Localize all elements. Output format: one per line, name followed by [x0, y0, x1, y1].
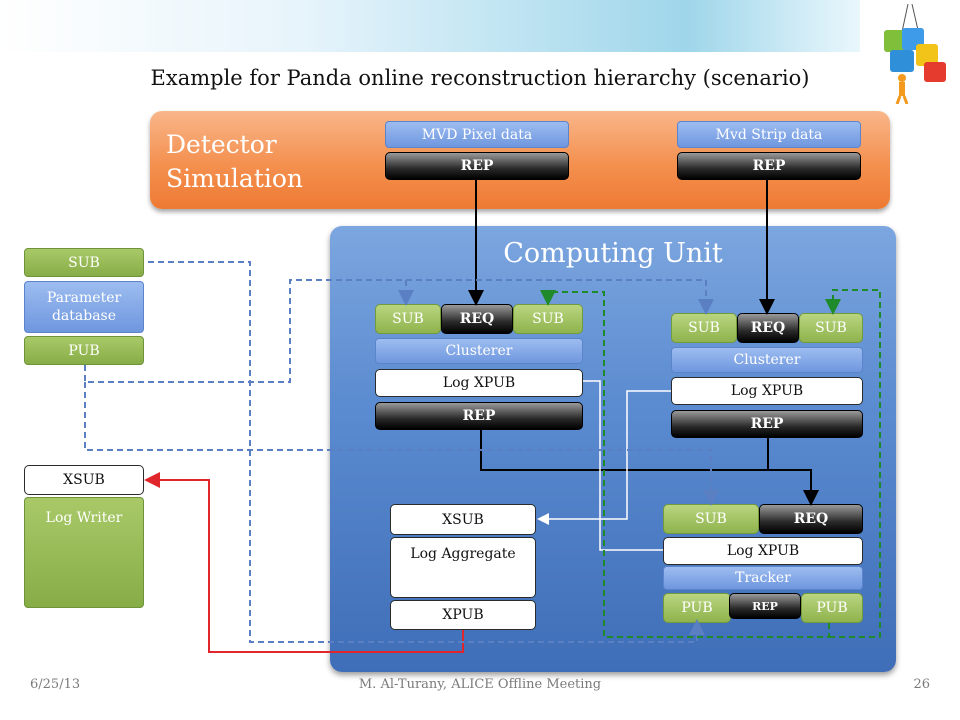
param-to-clusterer2-line [84, 279, 714, 383]
detector-simulation-title: Detector Simulation [166, 130, 304, 193]
tracker-pub-to-clusterer2-line [825, 289, 881, 638]
log-aggregate-xsub: XSUB [390, 504, 536, 535]
mvd-pixel-rep-socket: REP [385, 152, 569, 180]
parameter-db-label: Parameter database [24, 281, 144, 333]
param-to-tracker-line [84, 382, 719, 506]
tracker-pub-to-param-line [148, 261, 705, 643]
tracker-pub-right: PUB [801, 593, 863, 623]
footer-center: M. Al-Turany, ALICE Offline Meeting [358, 677, 602, 692]
clusterer2-sub-left: SUB [671, 313, 737, 343]
clusterer1-rep: REP [375, 402, 583, 430]
mvd-pixel-data-label: MVD Pixel data [385, 121, 569, 148]
clusterer1-label: Clusterer [375, 338, 583, 364]
clusterer1-sub-left: SUB [375, 304, 441, 334]
header-banner [0, 0, 860, 52]
clusterer2-rep: REP [671, 410, 863, 438]
rep1-to-tracker-line [480, 430, 819, 506]
clusterer2-label: Clusterer [671, 347, 863, 373]
xpub-to-logwriter-line [144, 472, 464, 653]
log1-to-aggregate-line [583, 380, 663, 551]
log-aggregate-label: Log Aggregate [390, 537, 536, 598]
clusterer2-log-xpub: Log XPUB [671, 377, 863, 405]
log-writer-label: Log Writer [24, 497, 144, 608]
log2-to-aggregate-line [537, 390, 671, 525]
tracker-pub-to-clusterer1-line [540, 290, 830, 638]
tracker-label: Tracker [663, 566, 863, 590]
tracker-pub-left: PUB [663, 593, 731, 623]
footer-date: 6/25/13 [30, 677, 81, 692]
mvd-strip-data-label: Mvd Strip data [677, 121, 861, 148]
clusterer1-log-xpub: Log XPUB [375, 369, 583, 397]
puzzle-people-icon [884, 4, 946, 104]
computing-unit-title: Computing Unit [503, 238, 723, 269]
page-title: Example for Panda online reconstruction … [150, 66, 810, 90]
clusterer2-sub-right: SUB [799, 313, 863, 343]
log-writer-xsub: XSUB [24, 465, 144, 495]
footer-page-number: 26 [913, 677, 930, 692]
parameter-db-pub: PUB [24, 336, 144, 365]
tracker-log-xpub: Log XPUB [663, 537, 863, 565]
log-aggregate-xpub: XPUB [390, 600, 536, 630]
parameter-db-sub: SUB [24, 248, 144, 277]
clusterer1-req: REQ [441, 304, 513, 334]
tracker-rep: REP [729, 593, 801, 619]
mvd-strip-rep-socket: REP [677, 152, 861, 180]
